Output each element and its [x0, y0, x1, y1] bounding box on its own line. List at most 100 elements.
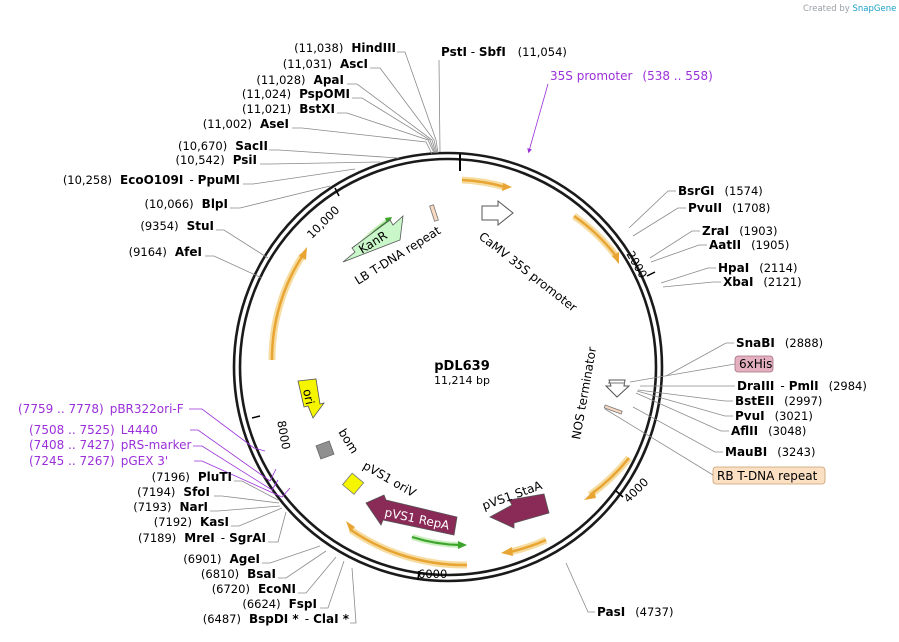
site-name: EcoNI — [258, 582, 296, 596]
site-position: (2888) — [785, 336, 823, 350]
tick-marks — [251, 187, 656, 581]
site-position: (9354) — [140, 219, 178, 233]
site-label-left: (11,031) AscI — [283, 57, 368, 71]
site-name: SacII — [235, 139, 268, 153]
site-position: (11,038) — [294, 41, 343, 55]
site-position: (10,258) — [63, 173, 112, 187]
rb-leader-line — [604, 408, 714, 476]
orf-arc-3-head — [584, 490, 596, 500]
site-label-right: MauBI(3243) — [725, 445, 815, 459]
site-name: PasI — [597, 605, 625, 619]
site-position: (10,670) — [178, 139, 227, 153]
site-position: (7194) — [137, 485, 175, 499]
site-position: (2997) — [784, 394, 822, 408]
site-position: (1903) — [739, 224, 777, 238]
site-name: FspI — [289, 597, 317, 611]
site-label-left: (7192)KasI — [154, 515, 229, 529]
site-name: BspDI * — [249, 612, 299, 626]
site-position: (2984) — [829, 379, 867, 393]
site-position: (3021) — [775, 409, 813, 423]
bom-box — [315, 440, 335, 460]
site-label-left: (6901)AgeI — [183, 552, 260, 566]
tick-6000-mark — [417, 570, 420, 581]
site-position: (2114) — [759, 261, 797, 275]
site-position: (1708) — [732, 201, 770, 215]
site-label-right: SnaBI(2888) — [736, 336, 823, 350]
site-label-left: (6487)BspDI *-ClaI * — [203, 612, 350, 626]
kanr-arrow — [342, 214, 404, 263]
site-name: AatII — [709, 238, 741, 252]
tick-label-10000: 10,000 — [304, 203, 342, 241]
site-name: HpaI — [718, 261, 749, 275]
pvs1-repa-arrow — [365, 494, 458, 536]
primer-35s-promoter: 35S promoter(538 .. 558) — [550, 69, 713, 83]
site-position: (7189) — [138, 531, 176, 545]
left-site-labels: (11,038)HindIII(11,031)AscI(11,028)ApaI(… — [63, 41, 396, 626]
orf-arc-1-head — [502, 183, 512, 191]
site-position: (6624) — [242, 597, 280, 611]
site-label-left: (11,021) BstXI — [242, 102, 335, 116]
his-leader-line — [629, 363, 736, 383]
site-label-left: (9164) AfeI — [129, 245, 202, 259]
site-name: HindIII — [351, 41, 396, 55]
site-position: (2121) — [763, 275, 801, 289]
site-position: (9164) — [129, 245, 167, 259]
site-name: PvuI — [735, 409, 765, 423]
backbone-outer — [232, 151, 664, 583]
tick-4000-mark — [615, 490, 624, 498]
camv-35s-label: CaMV 35S promoter — [476, 229, 580, 314]
primer-prs-marker: (7408 .. 7427)pRS-marker — [29, 438, 191, 452]
site-label-left: (7194)SfoI — [137, 485, 210, 499]
site-label-left: (7196)PluTI — [152, 470, 232, 484]
site-position: (11,021) — [242, 102, 291, 116]
site-separator: - — [221, 531, 225, 545]
nos-terminator-label: NOS terminator — [569, 346, 599, 441]
site-label-right: HpaI (2114) — [718, 261, 797, 275]
primer-pgex-3: (7245 .. 7267)pGEX 3' — [29, 454, 168, 468]
green-arc-2-head — [458, 541, 467, 549]
site-name: BsaI — [247, 567, 276, 581]
left-leader-lines — [205, 51, 439, 624]
site-name: AgeI — [230, 552, 260, 566]
site-name: MreI — [184, 531, 214, 545]
orf-arc-6-halo — [268, 253, 306, 361]
site-label-left: (11,024)PspOMI — [242, 87, 350, 101]
site-separator: - — [305, 612, 309, 626]
pvs1-staa-arrow — [489, 493, 550, 529]
site-position: (10,066) — [144, 197, 193, 211]
site-name: BlpI — [202, 197, 228, 211]
site-label-right: AflII(3048) — [731, 424, 806, 438]
site-label-right: BsrGI(1574) — [678, 184, 763, 198]
site-name: AscI — [340, 57, 368, 71]
site-name: ApaI — [314, 73, 344, 87]
site-label-right: DraIII-PmlI(2984) — [737, 379, 867, 393]
site-position: (6810) — [201, 567, 239, 581]
snapgene-brand: SnapGene — [852, 4, 896, 14]
site-name: XbaI — [723, 275, 753, 289]
site-label-left: (11,002)AseI — [203, 117, 289, 131]
pvs1-oriv-label: pVS1 oriV — [361, 458, 420, 500]
site-label-left: (10,066) BlpI — [144, 197, 228, 211]
orf-arc-5 — [350, 528, 468, 567]
site-name: ZraI — [702, 224, 729, 238]
plasmid-length: 11,214 bp — [434, 374, 490, 387]
camv-35s-arrow — [481, 199, 514, 227]
site-name-2: SgrAI — [229, 531, 266, 545]
orf-arc-2-head — [612, 252, 619, 264]
site-position: (1905) — [751, 238, 789, 252]
lb-repeat-mark — [429, 204, 439, 222]
site-label-left: (10,542)PsiI — [175, 153, 257, 167]
site-name: BstEII — [735, 394, 774, 408]
orf-arc-6-head — [299, 247, 307, 260]
site-name: BstXI — [299, 102, 335, 116]
site-name-2: PpuMI — [198, 173, 240, 187]
site-position: (11,031) — [283, 57, 332, 71]
site-label-left: (10,670) SacII — [178, 139, 268, 153]
site-position: (6720) — [212, 582, 250, 596]
site-name: BsrGI — [678, 184, 715, 198]
site-position: (4737) — [635, 605, 673, 619]
site-separator: - — [780, 379, 784, 393]
tick-2000-mark — [646, 271, 656, 277]
site-name: AfeI — [175, 245, 202, 259]
